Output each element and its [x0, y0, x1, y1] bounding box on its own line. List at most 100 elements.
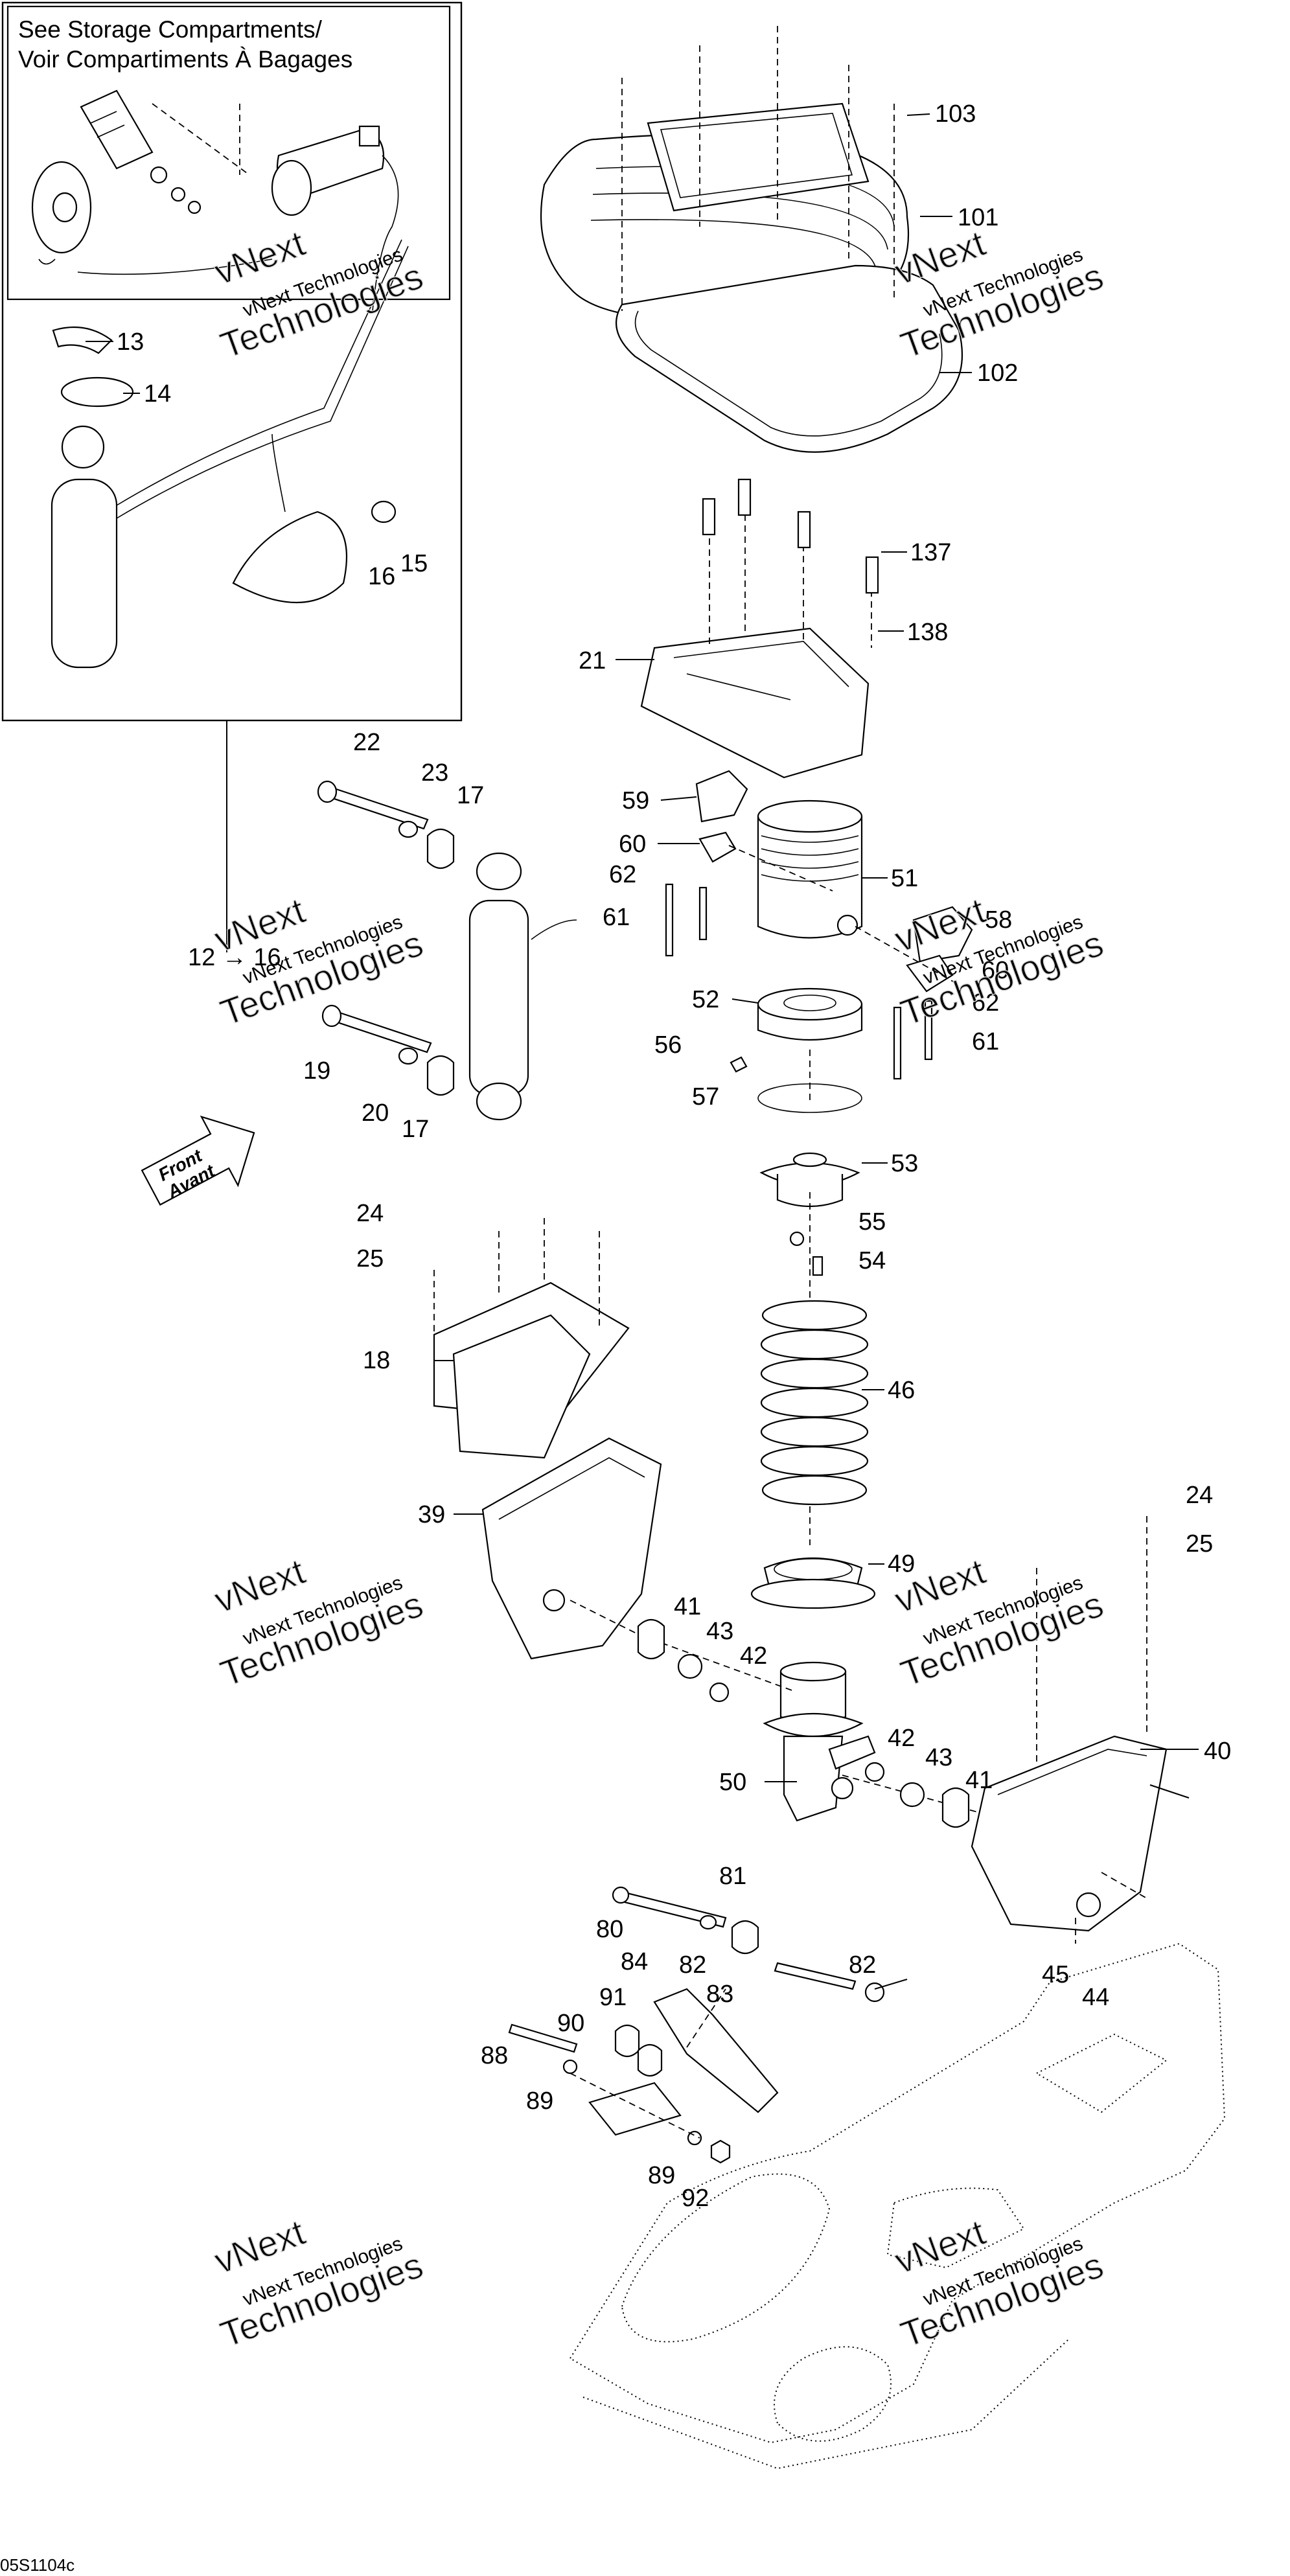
bushing-41-left	[637, 1618, 665, 1660]
callout-42-left: 42	[740, 1642, 767, 1670]
callout-44: 44	[1082, 1984, 1109, 2011]
callout-58: 58	[985, 906, 1012, 934]
washer-89-left	[562, 2059, 578, 2075]
pin-83-shape	[774, 1962, 857, 1990]
callout-12-16: 12 → 16	[188, 944, 281, 971]
callout-82-right: 82	[849, 1951, 876, 1979]
callout-50: 50	[719, 1769, 746, 1796]
shock-body-shape	[468, 899, 529, 1096]
callout-55: 55	[858, 1208, 886, 1236]
callout-91: 91	[599, 1984, 627, 2011]
callout-13: 13	[117, 328, 144, 356]
part-15-shape	[371, 500, 397, 523]
gasket-102-shape	[616, 264, 963, 453]
callout-43-right: 43	[925, 1744, 952, 1771]
callout-53: 53	[891, 1150, 918, 1177]
coil-spring-46-shape	[760, 1300, 869, 1506]
clamp-58-shape	[912, 906, 973, 963]
callout-88: 88	[481, 2042, 508, 2069]
callout-138: 138	[907, 619, 948, 646]
shock-absorber-shape	[51, 478, 118, 669]
callout-61-right: 61	[972, 1028, 999, 1055]
spring-housing-assembly	[665, 770, 973, 1080]
bushing-17-lower	[426, 1055, 455, 1096]
callout-89-right: 89	[648, 2162, 675, 2189]
callout-21: 21	[579, 647, 606, 674]
mount-plate-assembly	[640, 478, 879, 779]
washer-42-left	[709, 1682, 730, 1703]
callout-19: 19	[303, 1057, 330, 1085]
callout-81: 81	[719, 1863, 746, 1890]
callout-20: 20	[362, 1099, 389, 1127]
callout-49: 49	[888, 1550, 915, 1578]
callout-60: 60	[619, 831, 646, 858]
callout-41-left: 41	[674, 1593, 701, 1620]
washer-20-shape	[398, 1047, 419, 1065]
cover-window-shape	[647, 102, 870, 212]
callout-90: 90	[557, 2010, 584, 2037]
callout-62: 62	[609, 861, 636, 888]
seal-43-right	[899, 1782, 925, 1808]
bolt-88-shape	[508, 2023, 578, 2053]
callout-43-left: 43	[706, 1618, 733, 1645]
bushing-41-right	[941, 1787, 970, 1828]
leader-lines	[86, 113, 1199, 1990]
bracket-39-shape	[481, 1437, 662, 1660]
callout-60-right: 60	[982, 957, 1009, 984]
callout-24-left: 24	[356, 1200, 384, 1227]
callout-101: 101	[958, 204, 998, 231]
callout-62-right: 62	[972, 989, 999, 1017]
callout-83: 83	[706, 1981, 733, 2008]
drawing-code: 05S1104c	[0, 2555, 75, 2575]
link-84-shape	[653, 1988, 779, 2113]
spring-assembly	[730, 987, 876, 1609]
callout-numbers: 103 101 102 137 138 21 59 60 62 61 51 58…	[117, 100, 1231, 2212]
callout-25-right: 25	[1186, 1530, 1213, 1558]
callout-137: 137	[910, 539, 951, 566]
bushing-90-shape	[614, 2024, 640, 2058]
inset-note-line1: See Storage Compartments/	[18, 16, 323, 43]
callout-14: 14	[144, 380, 171, 408]
callout-24-right: 24	[1186, 1482, 1213, 1509]
callout-51: 51	[891, 865, 918, 892]
callout-45: 45	[1042, 1961, 1069, 1988]
callout-17-lower: 17	[402, 1116, 429, 1143]
washer-89-right	[687, 2130, 702, 2146]
right-bracket-40	[971, 1516, 1190, 1944]
callout-41-right: 41	[965, 1767, 993, 1794]
callout-84: 84	[621, 1948, 648, 1975]
bushing-91-shape	[637, 2043, 663, 2077]
callout-103: 103	[935, 100, 976, 128]
callout-54: 54	[858, 1247, 886, 1274]
callout-17-upper: 17	[457, 782, 484, 809]
lower-pivot-50	[763, 1661, 876, 1822]
callout-39: 39	[418, 1501, 445, 1528]
plate-21-shape	[640, 627, 870, 779]
callout-102: 102	[977, 360, 1018, 387]
callout-40: 40	[1204, 1738, 1231, 1765]
callout-46: 46	[888, 1377, 915, 1404]
callout-57: 57	[692, 1083, 719, 1110]
watermarks: vNext vNext Technologies Technologies vN…	[209, 222, 1109, 2355]
left-bracket-assembly	[433, 1218, 662, 1660]
clamp-60-shape	[698, 831, 737, 863]
clamp-59-shape	[695, 770, 748, 823]
callout-52: 52	[692, 986, 719, 1013]
washer-42-right	[864, 1762, 885, 1782]
bushing-17-upper	[426, 828, 455, 869]
washer-82-right	[864, 1982, 885, 2003]
callout-89-left: 89	[526, 2087, 553, 2115]
callout-18: 18	[363, 1347, 390, 1374]
callout-22: 22	[353, 729, 380, 756]
callout-61: 61	[603, 904, 630, 931]
callout-80: 80	[596, 1916, 623, 1943]
nut-92-shape	[710, 2139, 731, 2164]
callout-42-right: 42	[888, 1725, 915, 1752]
washer-23-shape	[398, 820, 419, 838]
callout-16: 16	[368, 563, 395, 590]
left-shock-assembly	[317, 780, 577, 1121]
callout-82-left: 82	[679, 1951, 706, 1979]
boot-16-shape	[232, 511, 348, 603]
callout-23: 23	[421, 759, 448, 787]
